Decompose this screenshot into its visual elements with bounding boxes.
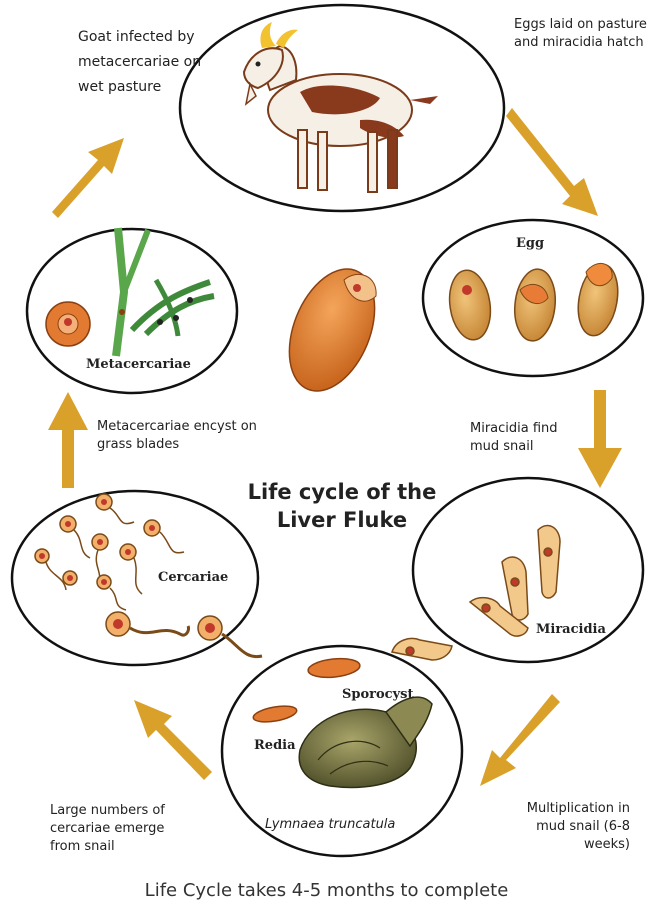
arrow-to-goat	[52, 138, 124, 218]
diagram-title: Life cycle of the Liver Fluke	[212, 478, 472, 534]
label-snail-species: Lymnaea truncatula	[265, 816, 395, 834]
goat-stage-backdrop	[238, 18, 498, 208]
label-egg: Egg	[516, 236, 544, 251]
label-redia: Redia	[254, 738, 296, 753]
egg-illustrations	[445, 261, 623, 343]
arrow-to-cercariae	[134, 700, 212, 780]
diagram-title-line1: Life cycle of the	[212, 478, 472, 506]
caption-metacercariae-encyst: Metacercariae encyst on grass blades	[97, 418, 267, 454]
arrow-to-egg	[506, 108, 598, 216]
label-sporocyst: Sporocyst	[342, 687, 413, 702]
caption-eggs-laid: Eggs laid on pasture and miracidia hatch	[514, 16, 653, 52]
diagram-title-line2: Liver Fluke	[212, 506, 472, 534]
arrow-to-miracidia	[578, 390, 622, 488]
arrow-to-metacercariae	[48, 392, 88, 488]
arrow-to-snail	[480, 694, 560, 786]
caption-large-numbers: Large numbers of cercariae emerge from s…	[50, 802, 190, 856]
label-miracidia: Miracidia	[536, 622, 606, 637]
label-cercariae: Cercariae	[158, 570, 228, 585]
central-egg-illustration	[273, 256, 391, 403]
caption-miracidia-find: Miracidia find mud snail	[470, 420, 580, 456]
caption-multiplication: Multiplication in mud snail (6-8 weeks)	[500, 800, 630, 854]
label-metacercariae: Metacercariae	[86, 357, 191, 372]
footer-caption: Life Cycle takes 4-5 months to complete	[0, 880, 653, 901]
caption-goat-infected: Goat infected by metacercariae on wet pa…	[78, 25, 208, 100]
